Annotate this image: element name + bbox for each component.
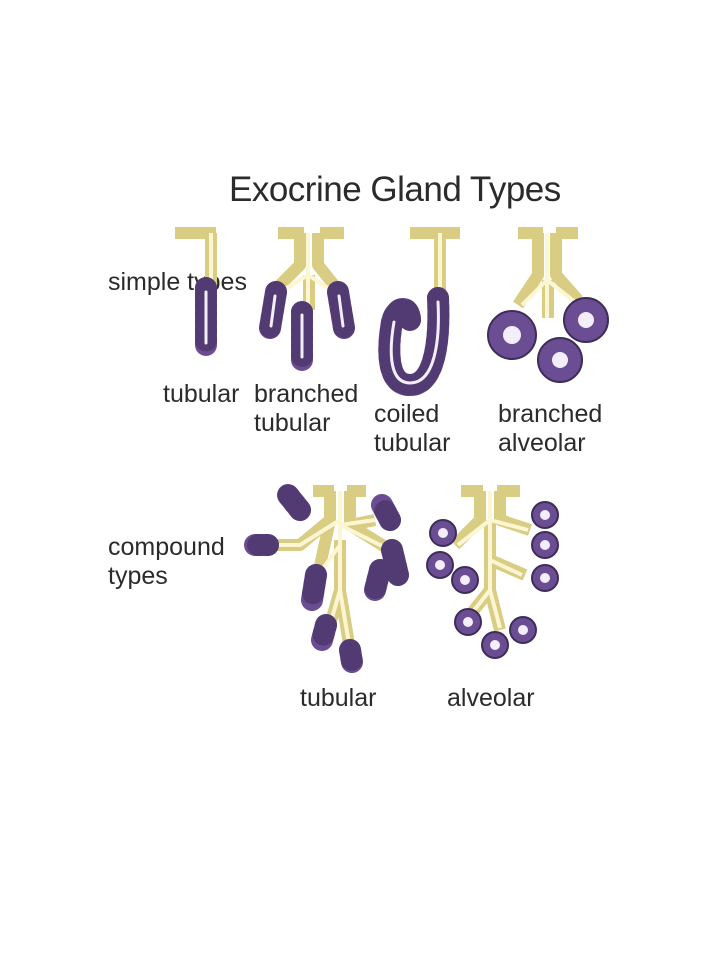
compound-alveolar-gland (426, 485, 559, 659)
diagram-title: Exocrine Gland Types (229, 170, 561, 209)
caption-simple-tubular: tubular (163, 380, 240, 408)
caption-simple-coiled-tubular: coiled tubular (374, 400, 451, 457)
row-label-compound: compound types (108, 533, 225, 590)
caption-simple-branched-tubular: branched tubular (254, 380, 359, 437)
caption-compound-tubular: tubular (300, 684, 377, 712)
caption-compound-alveolar: alveolar (447, 684, 535, 712)
simple-branched-tubular-gland (259, 227, 355, 371)
simple-tubular-gland (175, 227, 217, 356)
row-label-simple: simple types (108, 268, 247, 296)
compound-tubular-gland (244, 484, 409, 673)
simple-coiled-tubular-gland (378, 227, 460, 396)
caption-simple-branched-alveolar: branched alveolar (498, 400, 603, 457)
simple-branched-alveolar-gland (487, 227, 609, 383)
